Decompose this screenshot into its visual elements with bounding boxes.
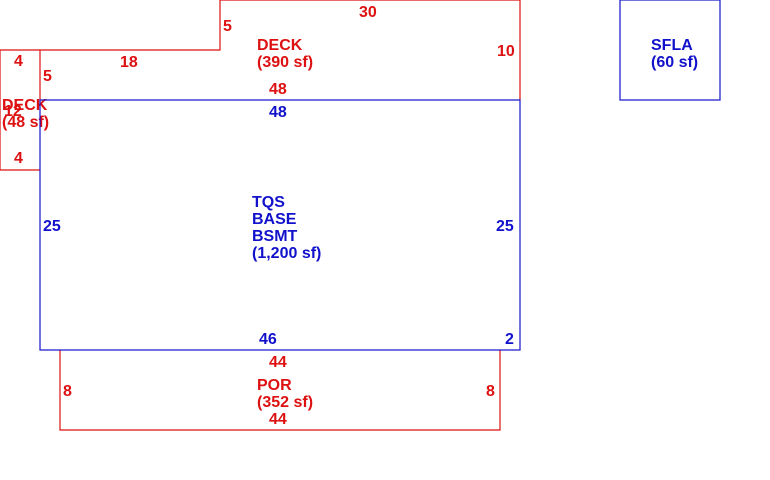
main-top-inner-dim: 48	[269, 104, 287, 121]
deck-large-left-top-dim: 18	[120, 54, 138, 71]
porch-bottom-dim: 44	[269, 411, 287, 428]
deck-large-label: DECK	[257, 37, 303, 54]
deck-small-outline	[0, 49, 40, 171]
main-label-line-1: TQS	[252, 194, 285, 211]
main-label-line-3: BSMT	[252, 228, 298, 245]
deck-small-top-dim: 4	[14, 53, 23, 70]
main-bottom-dim: 46	[259, 331, 277, 348]
sfla-label: SFLA	[651, 37, 693, 54]
main-left-dim: 25	[43, 218, 61, 235]
main-top-outer-dim: 48	[269, 81, 287, 98]
main-basement-outline	[39, 99, 521, 351]
porch-top-dim: 44	[269, 354, 287, 371]
porch-left-dim: 8	[63, 383, 72, 400]
deck-large-left-vertical-dim: 5	[43, 68, 52, 85]
deck-small-bottom-dim: 4	[14, 150, 23, 167]
main-area-value: (1,200 sf)	[252, 245, 321, 262]
deck-large-right-dim: 10	[497, 43, 515, 60]
porch-area-value: (352 sf)	[257, 394, 313, 411]
main-right-dim: 25	[496, 218, 514, 235]
porch-label: POR	[257, 377, 292, 394]
sfla-area[interactable]: SFLA (60 sf)	[619, 0, 721, 101]
deck-large-top-dim: 30	[359, 4, 377, 21]
porch-area[interactable]: 44 44 8 8 POR (352 sf)	[59, 350, 501, 431]
deck-small-area[interactable]: 4 4 12 DECK (48 sf)	[0, 49, 49, 171]
deck-small-label: DECK	[2, 97, 48, 114]
main-basement-area[interactable]: 48 48 25 25 46 2 TQS BASE BSMT (1,200 sf…	[39, 81, 521, 351]
deck-large-outline	[39, 0, 521, 100]
deck-large-step-dim: 5	[223, 18, 232, 35]
porch-right-dim: 8	[486, 383, 495, 400]
sfla-area-value: (60 sf)	[651, 54, 698, 71]
sfla-outline	[619, 0, 721, 101]
porch-outline	[59, 350, 501, 431]
main-bottom-right-dim: 2	[505, 331, 514, 348]
deck-small-area-value: (48 sf)	[2, 114, 49, 131]
main-label-line-2: BASE	[252, 211, 297, 228]
deck-large-area[interactable]: 30 5 18 10 5 DECK (390 sf)	[39, 0, 521, 100]
deck-large-area-value: (390 sf)	[257, 54, 313, 71]
deck-small-side-dim: 12	[4, 103, 22, 120]
